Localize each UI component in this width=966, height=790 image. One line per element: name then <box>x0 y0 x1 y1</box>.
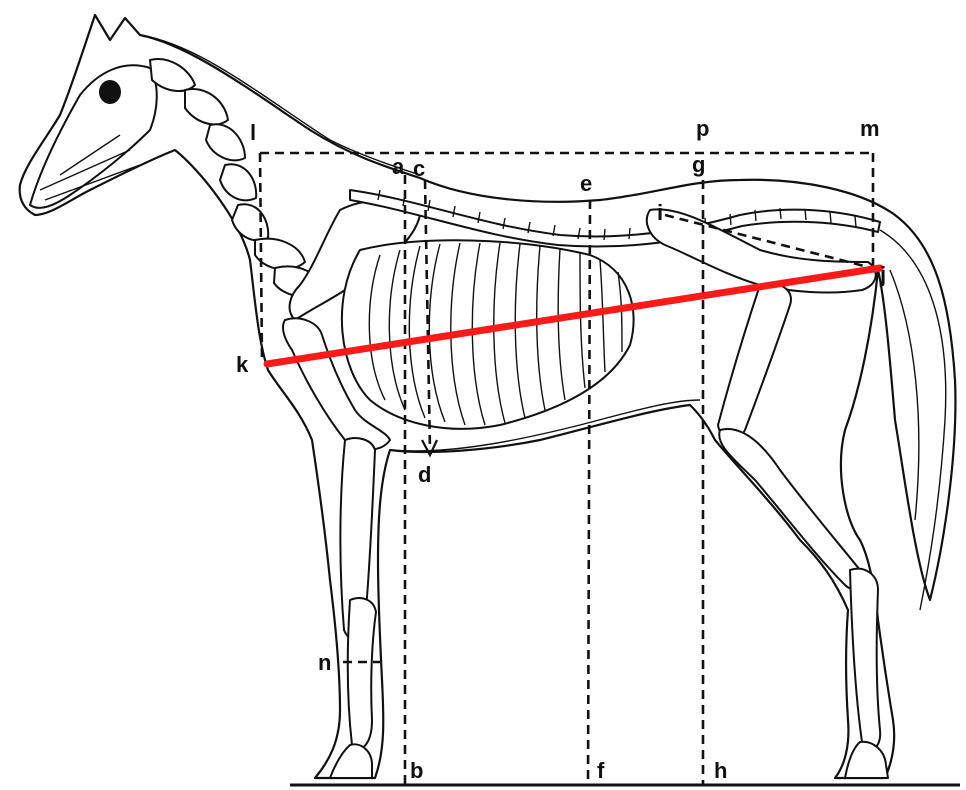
label-m: m <box>860 116 880 141</box>
hind-leg-bones <box>718 284 888 778</box>
cervical-vertebrae <box>150 59 325 297</box>
label-b: b <box>410 758 423 783</box>
label-i: i <box>657 200 663 225</box>
label-l: l <box>250 120 256 145</box>
label-n: n <box>318 650 331 675</box>
skull <box>30 65 157 208</box>
label-c: c <box>413 156 425 181</box>
label-a: a <box>392 154 405 179</box>
label-g: g <box>692 152 705 177</box>
label-d: d <box>418 462 431 487</box>
label-k: k <box>236 352 249 377</box>
front-leg-bones <box>330 438 380 778</box>
label-e: e <box>580 171 592 196</box>
label-h: h <box>714 758 727 783</box>
label-f: f <box>597 758 605 783</box>
label-j: j <box>879 262 886 287</box>
label-p: p <box>696 116 709 141</box>
